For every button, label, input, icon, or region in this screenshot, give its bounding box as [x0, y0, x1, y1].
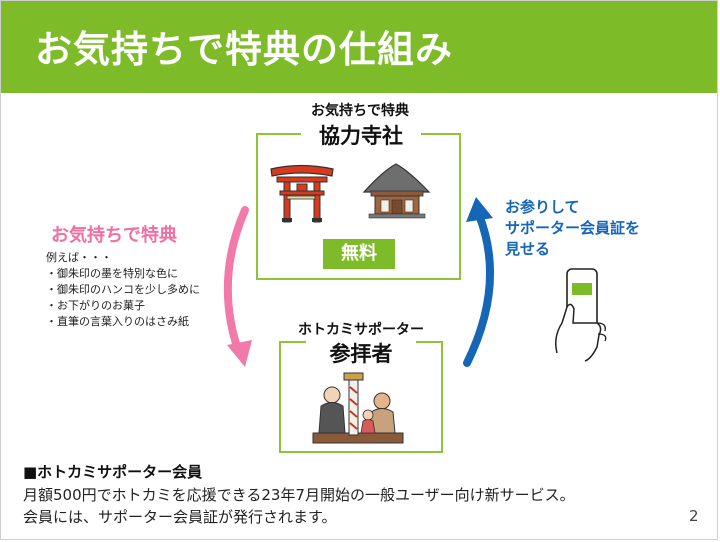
blue-flow-arrow	[463, 197, 495, 367]
membership-line: 月額500円でホトカミを応援できる23年7月開始の一般ユーザー向け新サービス。	[23, 486, 575, 504]
free-badge: 無料	[323, 239, 395, 269]
worshippers-at-shrine-icon	[312, 372, 404, 444]
example-item: 例えば・・・	[46, 251, 112, 264]
membership-line: 会員には、サポーター会員証が発行されます。	[23, 508, 337, 526]
visit-instruction-line: サポーター会員証を	[505, 219, 641, 237]
page-number: 2	[689, 507, 699, 525]
hand-holding-phone-icon	[555, 268, 607, 362]
header-bar: お気持ちで特典の仕組み	[1, 1, 717, 93]
membership-heading: ■ホトカミサポーター会員	[23, 463, 203, 481]
example-item: ・御朱印のハンコを少し多めに	[46, 283, 200, 296]
visitor-box-subtitle: ホトカミサポーター	[269, 319, 453, 339]
example-item: ・御朱印の墨を特別な色に	[46, 267, 178, 280]
visit-instruction: お参りして サポーター会員証を 見せる	[505, 197, 640, 260]
example-item: ・お下がりのお菓子	[46, 299, 145, 312]
pink-flow-arrow	[223, 206, 252, 367]
membership-description: 月額500円でホトカミを応援できる23年7月開始の一般ユーザー向け新サービス。 …	[23, 484, 575, 528]
example-item: ・直筆の言葉入りのはさみ紙	[46, 315, 189, 328]
page-title: お気持ちで特典の仕組み	[35, 28, 453, 71]
special-offer-title: お気持ちで特典	[51, 225, 177, 246]
torii-gate-icon	[270, 164, 334, 223]
temple-box-subtitle: お気持ちで特典	[285, 100, 435, 120]
visit-instruction-line: 見せる	[505, 240, 551, 258]
visit-instruction-line: お参りして	[505, 198, 580, 216]
temple-box-title: 協力寺社	[301, 120, 421, 150]
visitor-box-title: 参拝者	[306, 338, 416, 368]
temple-building-icon	[362, 163, 431, 219]
special-offer-examples: 例えば・・・ ・御朱印の墨を特別な色に ・御朱印のハンコを少し多めに ・お下がり…	[46, 250, 200, 330]
